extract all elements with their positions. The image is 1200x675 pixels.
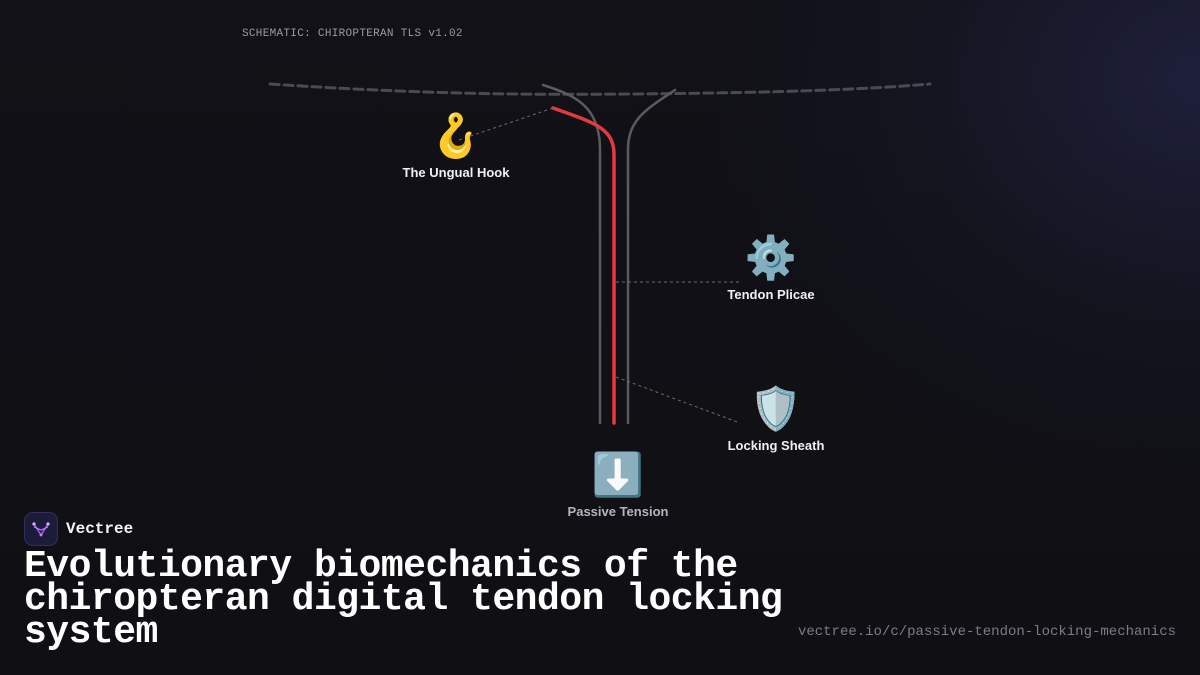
passive-tension-label: Passive Tension	[567, 504, 669, 519]
sheath-callout-line	[615, 376, 741, 424]
brand: Vectree	[24, 512, 133, 546]
schematic-label: SCHEMATIC: CHIROPTERAN TLS v1.02	[242, 28, 463, 40]
active-tendon	[551, 106, 616, 425]
tendon-plicae-node: ⚙️ Tendon Plicae	[727, 233, 815, 303]
brand-name: Vectree	[66, 520, 134, 538]
down-arrow-icon: ⬇️	[591, 450, 645, 499]
locking-sheath-label: Locking Sheath	[727, 438, 825, 453]
locking-sheath-node: 🛡️ Locking Sheath	[727, 384, 825, 454]
ungual-hook-node: 🪝 The Ungual Hook	[402, 111, 510, 181]
tendon-plicae-label: Tendon Plicae	[727, 287, 815, 302]
hook-icon: 🪝	[429, 111, 483, 160]
source-link[interactable]: vectree.io/c/passive-tendon-locking-mech…	[797, 624, 1176, 640]
right-passive-tendon	[626, 88, 677, 425]
hook-callout-line	[458, 107, 554, 141]
shield-icon: 🛡️	[749, 384, 803, 433]
vectree-logo-icon	[24, 512, 58, 546]
branch-line	[268, 82, 932, 96]
ungual-hook-label: The Ungual Hook	[402, 165, 510, 180]
page-title: Evolutionary biomechanics of the chiropt…	[24, 545, 783, 654]
left-passive-tendon	[541, 83, 602, 425]
passive-tension-node: ⬇️ Passive Tension	[567, 450, 669, 520]
gear-icon: ⚙️	[744, 233, 798, 282]
